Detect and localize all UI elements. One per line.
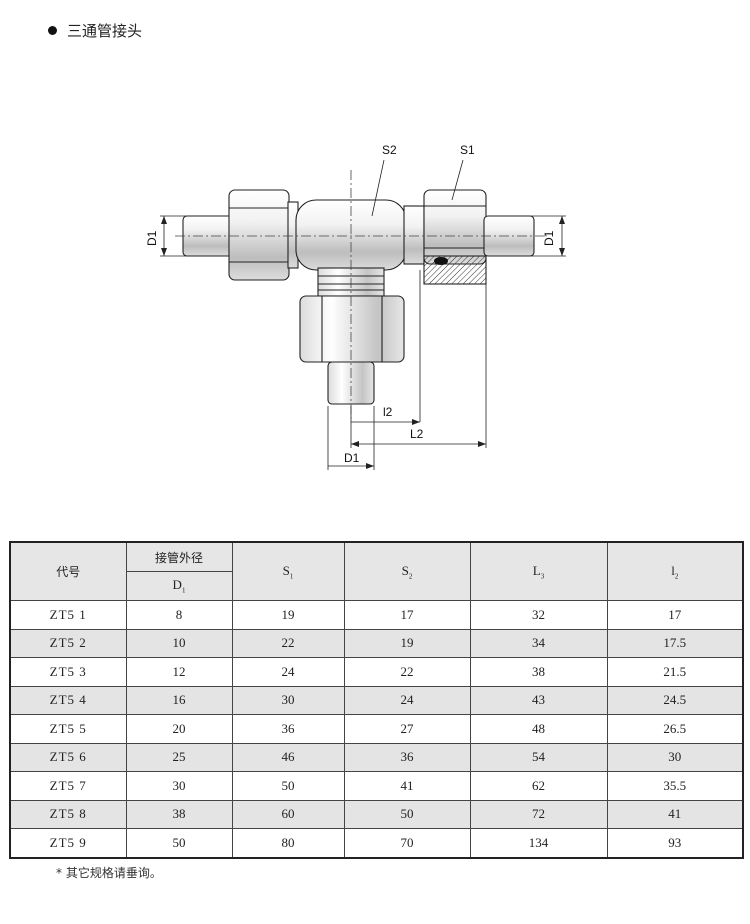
cell-l2: 35.5	[606, 771, 744, 801]
header-d1: D1	[125, 571, 233, 601]
cell-d1: 50	[125, 828, 233, 858]
cell-s1: 46	[231, 742, 345, 772]
cell-code: ZT5 6	[9, 742, 127, 772]
cell-l3: 72	[469, 799, 608, 829]
cell-l2: 24.5	[606, 685, 744, 715]
cell-l3: 34	[469, 628, 608, 658]
table-row: ZT5 5 20 36 27 48 26.5	[9, 714, 744, 744]
label-d1-bottom: D1	[344, 451, 360, 465]
cell-s1: 22	[231, 628, 345, 658]
cell-d1: 30	[125, 771, 233, 801]
cell-l3: 38	[469, 657, 608, 687]
cell-s1: 60	[231, 799, 345, 829]
cell-code: ZT5 4	[9, 685, 127, 715]
spec-table: 代号 接管外径 S1 S2 L3 l2 D1 ZT5 1 8 19 17 32 …	[9, 541, 744, 859]
cell-l2: 30	[606, 742, 744, 772]
cell-l3: 32	[469, 600, 608, 630]
cell-d1: 16	[125, 685, 233, 715]
cell-code: ZT5 1	[9, 600, 127, 630]
table-row: ZT5 9 50 80 70 134 93	[9, 828, 744, 858]
cell-s1: 50	[231, 771, 345, 801]
cell-l3: 134	[469, 828, 608, 858]
cell-s1: 19	[231, 600, 345, 630]
cell-d1: 25	[125, 742, 233, 772]
cell-l2: 26.5	[606, 714, 744, 744]
header-s2: S2	[343, 541, 471, 601]
cell-l2: 93	[606, 828, 744, 858]
cell-l3: 54	[469, 742, 608, 772]
table-row: ZT5 2 10 22 19 34 17.5	[9, 628, 744, 658]
table-row: ZT5 7 30 50 41 62 35.5	[9, 771, 744, 801]
label-d1-left: D1	[145, 230, 159, 246]
label-l2-small: l2	[383, 405, 393, 419]
cell-code: ZT5 8	[9, 799, 127, 829]
header-s1: S1	[231, 541, 345, 601]
section-title: 三通管接头	[48, 20, 142, 40]
left-nut	[228, 189, 290, 281]
label-s1: S1	[460, 143, 475, 157]
cell-l2: 41	[606, 799, 744, 829]
cell-l2: 17.5	[606, 628, 744, 658]
footnote: * 其它规格请垂询。	[56, 866, 162, 880]
bullet-icon	[48, 25, 57, 35]
cell-l2: 17	[606, 600, 744, 630]
label-d1-right: D1	[542, 230, 556, 246]
cell-code: ZT5 7	[9, 771, 127, 801]
cell-l3: 48	[469, 714, 608, 744]
cell-l3: 43	[469, 685, 608, 715]
cell-code: ZT5 2	[9, 628, 127, 658]
cell-code: ZT5 5	[9, 714, 127, 744]
section-title-text: 三通管接头	[67, 21, 143, 40]
cell-d1: 20	[125, 714, 233, 744]
cell-l2: 21.5	[606, 657, 744, 687]
cell-s2: 41	[343, 771, 471, 801]
cell-s2: 19	[343, 628, 471, 658]
table-row: ZT5 3 12 24 22 38 21.5	[9, 657, 744, 687]
cell-s2: 70	[343, 828, 471, 858]
header-pipe-od: 接管外径	[125, 541, 233, 572]
cell-s2: 24	[343, 685, 471, 715]
cell-s1: 30	[231, 685, 345, 715]
cell-s2: 27	[343, 714, 471, 744]
table-row: ZT5 4 16 30 24 43 24.5	[9, 685, 744, 715]
table-row: ZT5 1 8 19 17 32 17	[9, 600, 744, 630]
table-row: ZT5 6 25 46 36 54 30	[9, 742, 744, 772]
cell-code: ZT5 3	[9, 657, 127, 687]
cell-s1: 36	[231, 714, 345, 744]
tee-fitting-svg: S2 S1 D1 D1 l2 L2 D1	[145, 143, 566, 470]
tee-fitting-drawing: S2 S1 D1 D1 l2 L2 D1	[0, 130, 750, 480]
label-s2: S2	[382, 143, 397, 157]
cell-l3: 62	[469, 771, 608, 801]
header-code: 代号	[9, 541, 127, 601]
cell-d1: 38	[125, 799, 233, 829]
cell-d1: 8	[125, 600, 233, 630]
right-nut	[423, 189, 487, 265]
table-row: ZT5 8 38 60 50 72 41	[9, 799, 744, 829]
cell-code: ZT5 9	[9, 828, 127, 858]
label-l2-big: L2	[410, 427, 424, 441]
cell-d1: 10	[125, 628, 233, 658]
header-l2: l2	[606, 541, 744, 601]
cell-s2: 17	[343, 600, 471, 630]
cell-s1: 80	[231, 828, 345, 858]
cell-s1: 24	[231, 657, 345, 687]
cell-s2: 22	[343, 657, 471, 687]
header-l3: L3	[469, 541, 608, 601]
cell-d1: 12	[125, 657, 233, 687]
bottom-nut	[299, 295, 405, 363]
cell-s2: 36	[343, 742, 471, 772]
cell-s2: 50	[343, 799, 471, 829]
